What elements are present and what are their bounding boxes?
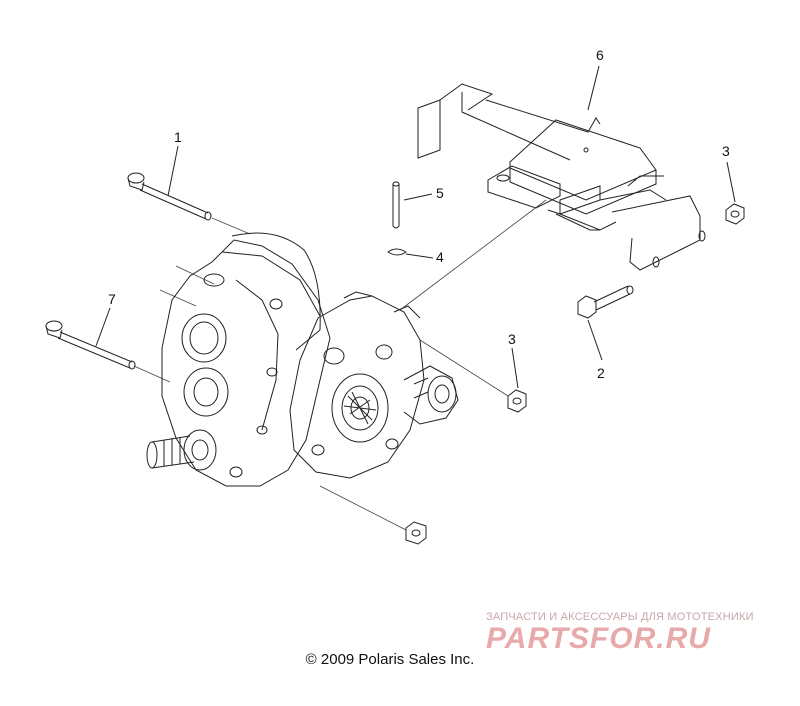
assembly-alignment-lines <box>133 199 547 531</box>
bolt-2 <box>577 285 634 319</box>
clip-4 <box>387 248 407 256</box>
leader-7 <box>95 307 111 347</box>
callout-3-upper: 3 <box>722 143 730 159</box>
leader-2 <box>587 319 603 361</box>
copyright-notice: © 2009 Polaris Sales Inc. <box>305 651 475 668</box>
mounting-bracket-6 <box>417 83 706 271</box>
watermark-tagline: ЗАПЧАСТИ И АКСЕССУАРЫ ДЛЯ МОТОТЕХНИКИ <box>486 611 754 623</box>
leader-6 <box>587 65 600 111</box>
watermark-logo: PARTSFOR.RU <box>486 622 711 655</box>
leader-3-middle <box>511 347 519 389</box>
pin-5 <box>392 181 400 229</box>
leader-3-upper <box>726 161 736 203</box>
nut-bottom <box>405 521 427 545</box>
nut-3-upper <box>725 203 745 225</box>
callout-5: 5 <box>436 185 444 201</box>
leader-5 <box>403 193 433 201</box>
callout-1: 1 <box>174 129 182 145</box>
bolt-1 <box>127 172 212 221</box>
callout-4: 4 <box>436 249 444 265</box>
nut-3-middle <box>507 389 527 413</box>
bolt-7 <box>45 320 136 370</box>
callout-2: 2 <box>597 365 605 381</box>
leader-4 <box>405 253 434 259</box>
gearcase-assembly <box>146 232 459 487</box>
leader-1 <box>167 145 179 197</box>
callout-3-middle: 3 <box>508 331 516 347</box>
callout-7: 7 <box>108 291 116 307</box>
callout-6: 6 <box>596 47 604 63</box>
